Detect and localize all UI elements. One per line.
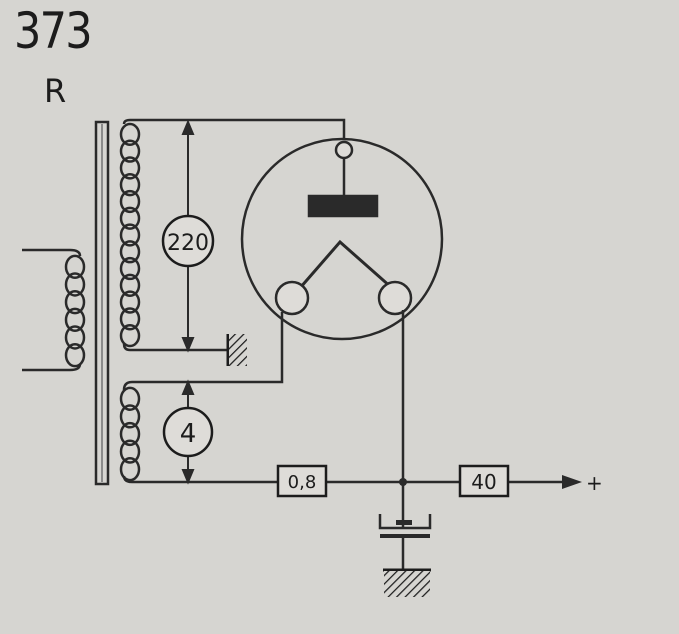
primary-coil-turn (64, 254, 86, 280)
secondary-220-coil-turn (119, 206, 141, 230)
figure-number: 373 (14, 2, 93, 60)
output-line (326, 480, 568, 528)
voltage-arrow-220 (181, 119, 195, 353)
secondary-220-coil-turn (119, 139, 141, 163)
ground-symbol-upper (226, 334, 247, 366)
voltage-arrow-4 (181, 379, 195, 485)
secondary-220-coil-turn (119, 273, 141, 297)
primary-coil-turn (64, 325, 86, 350)
output-plus-label: + (586, 471, 603, 495)
secondary-220-coil-turn (119, 256, 141, 281)
secondary-220-coil-turn (119, 189, 141, 214)
secondary-220-coil-turn (119, 323, 141, 348)
secondary-4-coil-turn (119, 386, 141, 411)
secondary-220-coil-turn (119, 307, 141, 331)
secondary-220-coil-turn (119, 290, 141, 314)
voltage-label-220: 220 (167, 231, 209, 256)
resistor-label-40: 40 (471, 470, 496, 494)
secondary-4-coil-turn (119, 457, 141, 482)
primary-coil-turn (64, 272, 86, 297)
secondary-4-coil-turn (119, 439, 141, 464)
secondary-winding-220 (119, 118, 346, 352)
junction-dot (399, 478, 407, 486)
capacitor (378, 514, 432, 570)
voltage-label-4: 4 (180, 419, 197, 449)
voltage-circle-220 (161, 214, 215, 268)
resistor-box-0-8 (276, 464, 328, 498)
primary-coil-turn (64, 342, 86, 368)
secondary-4-coil-turn (119, 421, 141, 447)
transformer-core (94, 120, 110, 486)
secondary-4-coil-turn (119, 404, 141, 429)
primary-coil-turn (64, 289, 86, 315)
primary-coil-turn (64, 307, 86, 333)
figure-letter: R (44, 72, 67, 110)
resistor-label-0-8: 0,8 (288, 472, 317, 493)
ground-symbol-lower (383, 568, 431, 597)
output-arrow (562, 475, 582, 489)
voltage-circle-4 (162, 406, 214, 458)
secondary-220-coil-turn (119, 122, 141, 147)
secondary-220-coil-turn (119, 173, 141, 197)
tube-anode-plate (307, 194, 379, 218)
vacuum-tube (240, 137, 444, 482)
primary-winding (22, 248, 86, 372)
resistor-box-40 (458, 464, 510, 498)
secondary-220-coil-turn (119, 223, 141, 247)
secondary-220-coil-turn (119, 240, 141, 264)
secondary-winding-4 (119, 312, 284, 484)
secondary-220-coil-turn (119, 156, 141, 180)
